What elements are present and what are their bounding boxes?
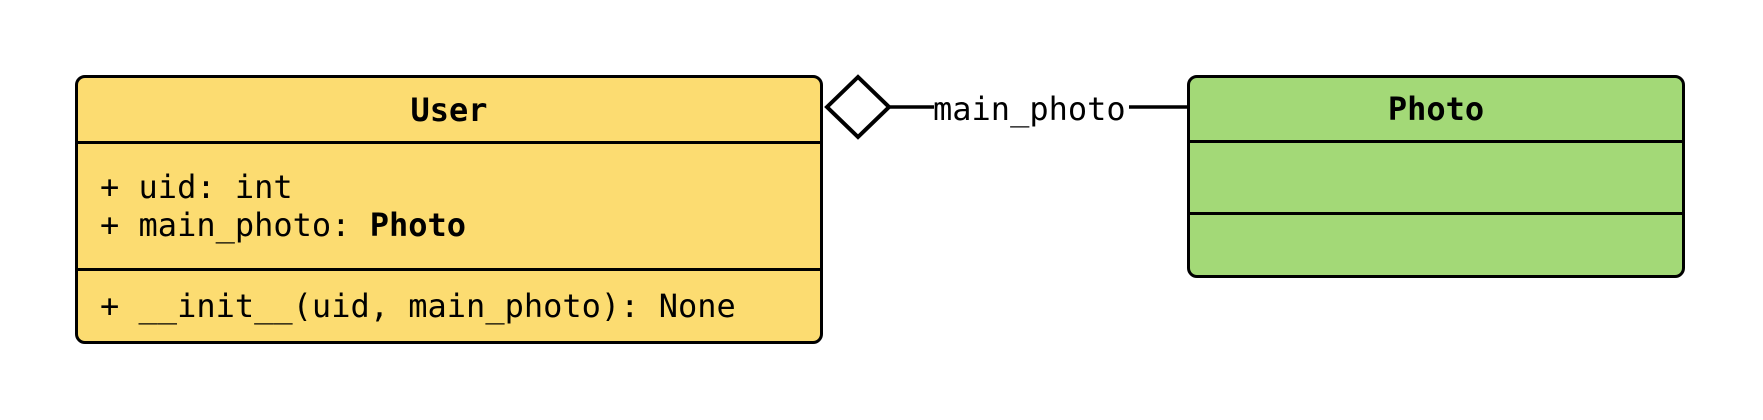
- attribute-line-main-photo: + main_photo: Photo: [100, 206, 820, 244]
- methods-compartment-user: + __init__(uid, main_photo): None: [78, 268, 820, 341]
- attributes-compartment-photo: [1190, 140, 1682, 212]
- methods-compartment-photo: [1190, 212, 1682, 275]
- class-title-user: User: [410, 90, 488, 129]
- class-box-user: User + uid: int + main_photo: Photo + __…: [75, 75, 823, 344]
- attribute-main-photo-type: Photo: [369, 206, 467, 244]
- aggregation-diamond-icon: [824, 74, 892, 140]
- class-box-photo: Photo: [1187, 75, 1685, 278]
- attributes-compartment-user: + uid: int + main_photo: Photo: [78, 141, 820, 268]
- method-line-init: + __init__(uid, main_photo): None: [100, 287, 736, 325]
- class-title-photo: Photo: [1387, 90, 1485, 128]
- connector-label: main_photo: [933, 90, 1126, 128]
- attribute-main-photo-text: + main_photo:: [100, 206, 370, 244]
- attribute-line-uid: + uid: int: [100, 168, 293, 206]
